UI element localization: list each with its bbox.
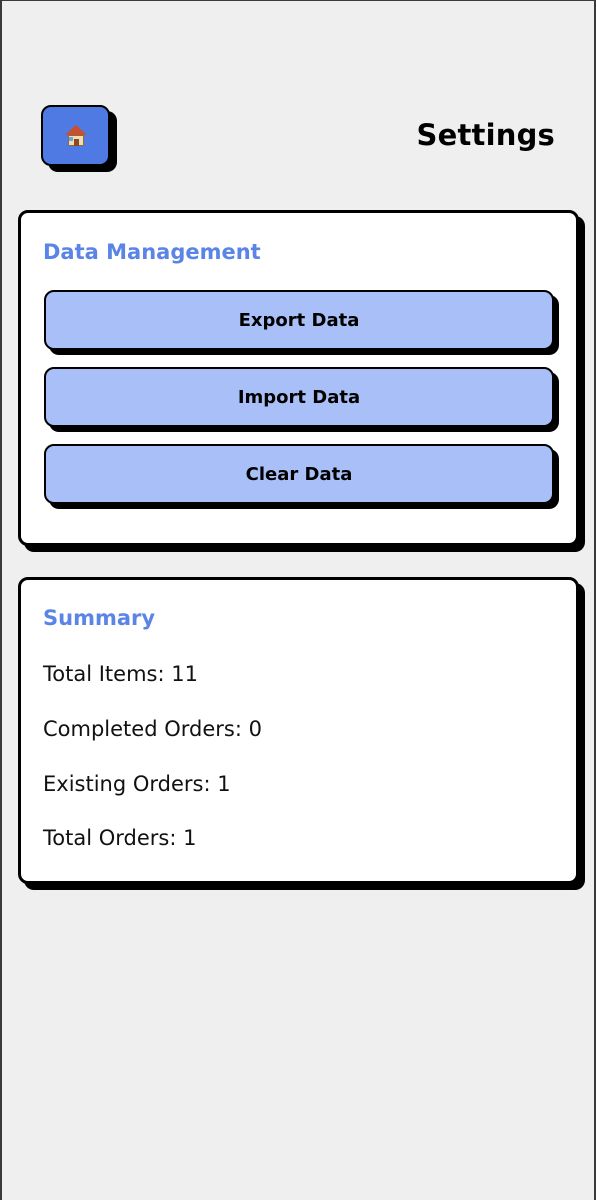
home-button[interactable] xyxy=(41,105,110,166)
existing-orders-stat: Existing Orders: 1 xyxy=(43,772,231,796)
clear-data-button[interactable]: Clear Data xyxy=(44,444,554,504)
data-management-heading: Data Management xyxy=(43,240,261,264)
import-data-button[interactable]: Import Data xyxy=(44,367,554,427)
export-data-button[interactable]: Export Data xyxy=(44,290,554,350)
summary-heading: Summary xyxy=(43,606,156,630)
data-management-card: Data Management Export Data Import Data … xyxy=(18,210,579,546)
summary-card: Summary Total Items: 11 Completed Orders… xyxy=(18,577,579,884)
page-title: Settings xyxy=(416,118,555,152)
house-icon xyxy=(64,124,87,147)
completed-orders-stat: Completed Orders: 0 xyxy=(43,717,262,741)
total-items-stat: Total Items: 11 xyxy=(43,662,198,686)
total-orders-stat: Total Orders: 1 xyxy=(43,826,197,850)
